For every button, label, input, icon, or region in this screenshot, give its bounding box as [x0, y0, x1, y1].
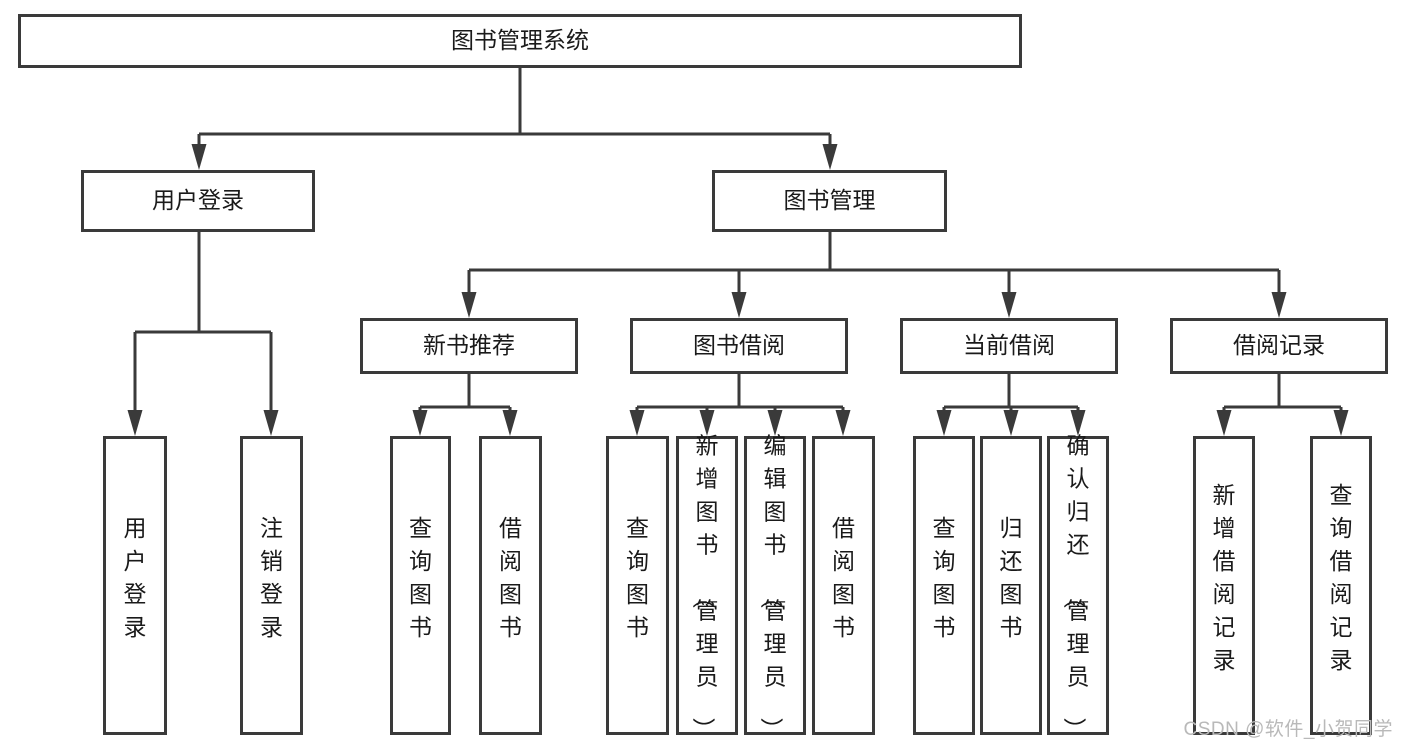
arrow-head-icon [822, 144, 838, 170]
node-box[interactable] [913, 436, 975, 735]
node-label: 用户登录 [152, 187, 244, 213]
node-box[interactable] [812, 436, 875, 735]
node-root[interactable]: 图书管理系统 [18, 14, 1022, 68]
node-box[interactable] [980, 436, 1042, 735]
node-label: 注销登录 [260, 515, 283, 640]
node-box[interactable] [676, 436, 738, 735]
node-leaf-user-logout[interactable]: 注销登录 [240, 436, 303, 735]
node-leaf-add-book[interactable]: 新增图书（管理员） [676, 433, 738, 741]
node-box[interactable] [1047, 436, 1109, 735]
node-label: 图书管理 [784, 187, 876, 213]
arrow-head-icon [1333, 410, 1349, 436]
node-leaf-borrow-book-1[interactable]: 借阅图书 [479, 436, 542, 735]
node-label: 图书管理系统 [451, 27, 589, 53]
node-label: 图书借阅 [693, 332, 785, 358]
arrow-head-icon [629, 410, 645, 436]
node-leaf-user-login[interactable]: 用户登录 [103, 436, 167, 735]
node-new-book-recommend[interactable]: 新书推荐 [360, 318, 578, 374]
node-box[interactable] [360, 318, 578, 374]
arrow-head-icon [191, 144, 207, 170]
arrow-head-icon [767, 410, 783, 436]
connector-group-borrow-record [1216, 374, 1349, 436]
arrow-head-icon [1070, 410, 1086, 436]
node-leaf-borrow-book-2[interactable]: 借阅图书 [812, 436, 875, 735]
arrow-head-icon [502, 410, 518, 436]
connector-group-current-borrow [936, 374, 1086, 436]
node-label: 查询图书 [409, 515, 432, 640]
arrow-head-icon [936, 410, 952, 436]
node-label: 用户登录 [124, 515, 147, 640]
node-book-manage[interactable]: 图书管理 [712, 170, 947, 232]
connector-group-root [191, 68, 838, 170]
node-box[interactable] [479, 436, 542, 735]
node-borrow-record[interactable]: 借阅记录 [1170, 318, 1388, 374]
node-box[interactable] [390, 436, 451, 735]
node-leaf-return-book[interactable]: 归还图书 [980, 436, 1042, 735]
node-label: 新增图书（管理员） [691, 433, 719, 741]
node-label: 查询图书 [626, 515, 649, 640]
node-box[interactable] [1193, 436, 1255, 735]
node-box[interactable] [240, 436, 303, 735]
connector-group-user-login [127, 232, 279, 436]
arrow-head-icon [127, 410, 143, 436]
connector-group-book-borrow [629, 374, 851, 436]
node-leaf-query-book-3[interactable]: 查询图书 [913, 436, 975, 735]
node-box[interactable] [1170, 318, 1388, 374]
node-label: 编辑图书（管理员） [759, 433, 787, 741]
arrow-head-icon [412, 410, 428, 436]
arrow-head-icon [731, 292, 747, 318]
connector-group-book-manage [461, 232, 1287, 318]
node-layer: 图书管理系统用户登录图书管理新书推荐图书借阅当前借阅借阅记录用户登录注销登录查询… [18, 14, 1388, 741]
node-box[interactable] [81, 170, 315, 232]
node-leaf-confirm-return[interactable]: 确认归还（管理员） [1047, 433, 1109, 741]
node-label: 归还图书 [1000, 515, 1023, 640]
node-label: 借阅记录 [1233, 332, 1325, 358]
node-label: 新书推荐 [423, 332, 515, 358]
arrow-head-icon [699, 410, 715, 436]
node-current-borrow[interactable]: 当前借阅 [900, 318, 1118, 374]
node-box[interactable] [630, 318, 848, 374]
arrow-head-icon [1003, 410, 1019, 436]
node-leaf-query-book-1[interactable]: 查询图书 [390, 436, 451, 735]
node-label: 新增借阅记录 [1213, 482, 1236, 673]
node-box[interactable] [18, 14, 1022, 68]
arrow-head-icon [835, 410, 851, 436]
node-label: 借阅图书 [832, 515, 855, 640]
node-leaf-query-record[interactable]: 查询借阅记录 [1310, 436, 1372, 735]
node-box[interactable] [900, 318, 1118, 374]
node-box[interactable] [1310, 436, 1372, 735]
node-label: 当前借阅 [963, 332, 1055, 358]
arrow-head-icon [1271, 292, 1287, 318]
node-book-borrow[interactable]: 图书借阅 [630, 318, 848, 374]
node-leaf-add-record[interactable]: 新增借阅记录 [1193, 436, 1255, 735]
node-label: 借阅图书 [499, 515, 522, 640]
node-leaf-edit-book[interactable]: 编辑图书（管理员） [744, 433, 806, 741]
arrow-head-icon [1216, 410, 1232, 436]
node-box[interactable] [606, 436, 669, 735]
arrow-head-icon [263, 410, 279, 436]
node-label: 查询图书 [933, 515, 956, 640]
node-box[interactable] [744, 436, 806, 735]
arrow-head-icon [461, 292, 477, 318]
node-leaf-query-book-2[interactable]: 查询图书 [606, 436, 669, 735]
connector-group-new-book-recommend [412, 374, 518, 436]
node-box[interactable] [712, 170, 947, 232]
node-label: 查询借阅记录 [1330, 482, 1353, 673]
node-label: 确认归还（管理员） [1062, 433, 1090, 741]
connector-layer [127, 68, 1349, 436]
node-box[interactable] [103, 436, 167, 735]
node-user-login[interactable]: 用户登录 [81, 170, 315, 232]
arrow-head-icon [1001, 292, 1017, 318]
